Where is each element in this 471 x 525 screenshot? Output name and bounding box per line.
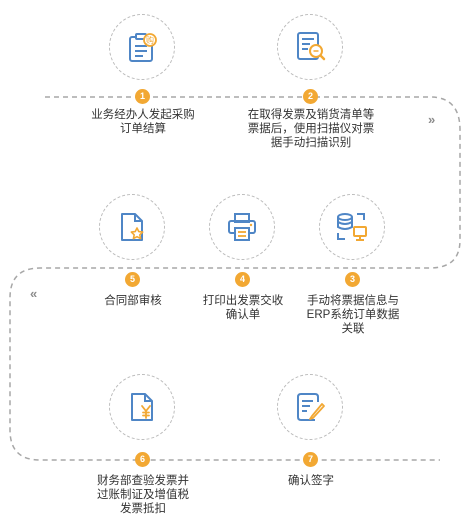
step-3-icon-circle bbox=[319, 194, 385, 260]
step-6-icon-circle bbox=[109, 374, 175, 440]
step-1-icon-circle: 购 bbox=[109, 14, 175, 80]
step-4-icon-circle bbox=[209, 194, 275, 260]
sign-document-icon bbox=[297, 393, 325, 421]
document-scan-icon bbox=[297, 32, 326, 61]
document-yen-icon bbox=[131, 393, 153, 421]
step-4-number: 4 bbox=[235, 272, 250, 287]
step-1-number: 1 bbox=[135, 89, 150, 104]
step-5-label: 合同部审核 bbox=[104, 295, 162, 307]
arrow-right-icon: » bbox=[428, 112, 435, 127]
step-7-label: 确认签字 bbox=[288, 475, 334, 487]
step-3-number: 3 bbox=[345, 272, 360, 287]
step-7-icon-circle bbox=[277, 374, 343, 440]
step-5-number: 5 bbox=[125, 272, 140, 287]
step-3-label: 手动将票据信息与 ERP系统订单数据 关联 bbox=[306, 295, 400, 335]
step-6-number: 6 bbox=[135, 452, 150, 467]
printer-icon bbox=[228, 213, 256, 241]
step-6-label: 财务部查验发票并 过账制证及增值税 发票抵扣 bbox=[97, 475, 189, 515]
step-4-label: 打印出发票交收 确认单 bbox=[202, 295, 284, 321]
arrow-left-icon: « bbox=[30, 286, 37, 301]
step-2-icon-circle bbox=[277, 14, 343, 80]
database-link-icon bbox=[337, 213, 367, 241]
step-2-label: 在取得发票及销货清单等 票据后，使用扫描仪对票 据手动扫描识别 bbox=[247, 109, 375, 149]
step-1-label: 业务经办人发起采购 订单结算 bbox=[91, 109, 195, 135]
purchase-order-icon: 购 bbox=[129, 33, 157, 62]
step-7-number: 7 bbox=[303, 452, 318, 467]
step-2-number: 2 bbox=[303, 89, 318, 104]
document-star-icon bbox=[121, 213, 144, 241]
step-5-icon-circle bbox=[99, 194, 165, 260]
svg-text:购: 购 bbox=[146, 35, 154, 45]
